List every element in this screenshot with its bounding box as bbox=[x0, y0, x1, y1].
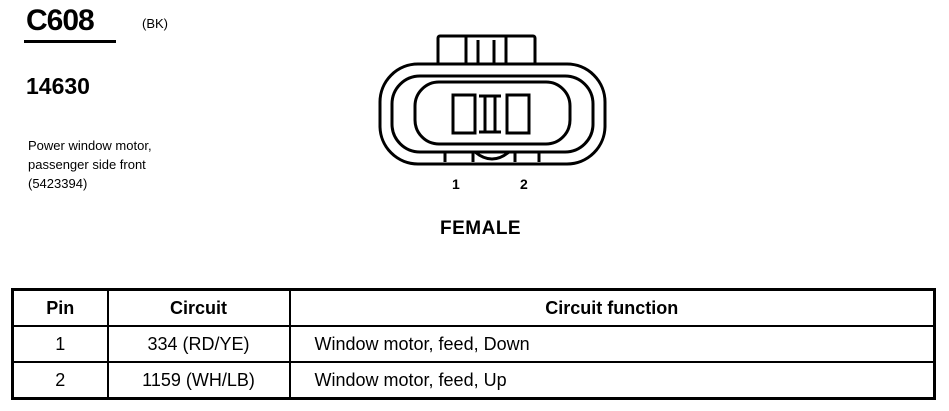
cell-circuit-function: Window motor, feed, Up bbox=[288, 361, 936, 400]
pin-1-slot bbox=[451, 93, 477, 135]
header-circuit-function: Circuit function bbox=[288, 288, 936, 327]
cell-pin: 1 bbox=[11, 325, 109, 363]
part-number: 14630 bbox=[26, 73, 90, 99]
connector-housing-outer bbox=[378, 62, 607, 166]
cell-pin: 2 bbox=[11, 361, 109, 400]
connector-color-code: (BK) bbox=[142, 16, 168, 31]
bottom-key-notch bbox=[443, 150, 541, 162]
pin-table: Pin Circuit Circuit function 1 334 (RD/Y… bbox=[11, 288, 936, 400]
header-circuit: Circuit bbox=[106, 288, 291, 327]
table-row: 2 1159 (WH/LB) Window motor, feed, Up bbox=[11, 361, 936, 400]
connector-gender: FEMALE bbox=[440, 218, 522, 239]
cell-circuit: 1159 (WH/LB) bbox=[106, 361, 291, 400]
connector-id-underline bbox=[24, 40, 116, 43]
connector-id: C608 bbox=[26, 4, 95, 37]
pin-1-label: 1 bbox=[452, 176, 460, 192]
pin-cavity-body bbox=[413, 80, 572, 146]
cell-circuit: 334 (RD/YE) bbox=[106, 325, 291, 363]
pin-2-label: 2 bbox=[520, 176, 528, 192]
center-key bbox=[479, 94, 501, 134]
cell-circuit-function: Window motor, feed, Down bbox=[288, 325, 936, 363]
pin-table-header-row: Pin Circuit Circuit function bbox=[11, 288, 936, 327]
connector-face-diagram bbox=[378, 34, 607, 166]
connector-housing-inner bbox=[390, 74, 595, 154]
header-pin: Pin bbox=[11, 288, 109, 327]
pin-2-slot bbox=[505, 93, 531, 135]
table-row: 1 334 (RD/YE) Window motor, feed, Down bbox=[11, 325, 936, 363]
connector-description: Power window motor, passenger side front… bbox=[28, 138, 152, 191]
